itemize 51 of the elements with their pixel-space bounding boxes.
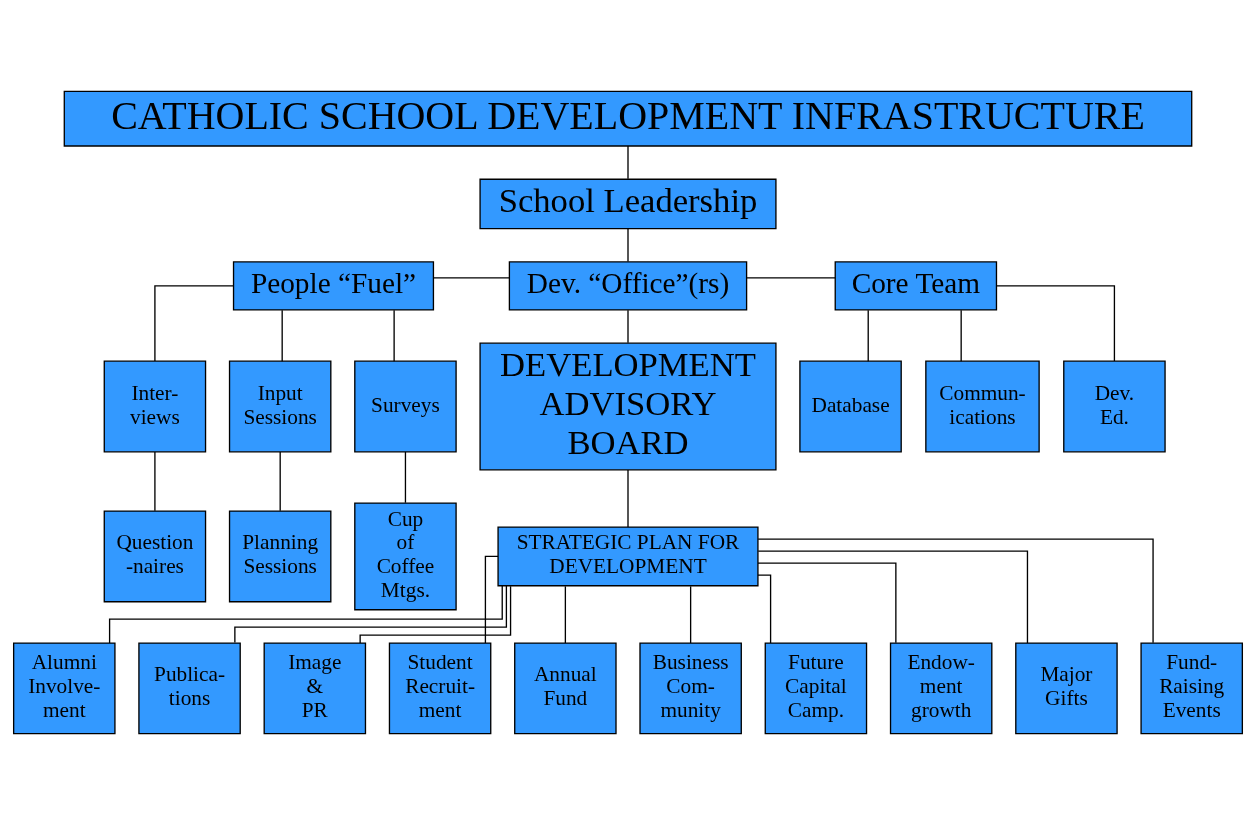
node-box: Major Gifts: [1015, 642, 1118, 735]
connector: [154, 285, 234, 362]
node-box: Surveys: [354, 360, 457, 453]
connector: [393, 309, 395, 362]
node-box: DEVELOPMENT ADVISORY BOARD: [479, 342, 777, 471]
node-box: Dev. Ed.: [1063, 360, 1166, 453]
node-box: Publica- tions: [138, 642, 241, 735]
node-box: Business Com- munity: [639, 642, 742, 735]
connector: [757, 538, 1154, 644]
node-box: STRATEGIC PLAN FOR DEVELOPMENT: [497, 526, 759, 587]
connector: [627, 469, 629, 528]
node-box: Endow- ment growth: [889, 642, 993, 735]
connector: [484, 555, 499, 644]
connector: [279, 451, 281, 512]
node-box: Image & PR: [263, 642, 367, 735]
connector: [359, 585, 512, 644]
connector: [757, 562, 897, 644]
node-box: Dev. “Office”(rs): [508, 261, 748, 311]
connector: [757, 550, 1029, 644]
connector: [995, 285, 1116, 362]
node-box: Core Team: [834, 261, 998, 311]
connector: [689, 585, 692, 644]
connector: [564, 585, 567, 644]
node-box: Commun- ications: [925, 360, 1040, 453]
connector: [757, 574, 772, 644]
connector: [960, 309, 962, 362]
node-box: Inter- views: [103, 360, 207, 453]
node-box: People “Fuel”: [232, 261, 435, 311]
node-box: Annual Fund: [514, 642, 617, 735]
node-box: School Leadership: [479, 178, 777, 230]
connector: [627, 145, 629, 180]
node-box: Student Recruit- ment: [388, 642, 492, 735]
node-box: Database: [799, 360, 902, 453]
connector: [234, 585, 508, 644]
connector: [867, 309, 869, 362]
connector: [108, 585, 503, 644]
node-box: Question -naires: [103, 510, 207, 603]
node-box: Alumni Involve- ment: [13, 642, 116, 735]
node-box: Future Capital Camp.: [764, 642, 868, 735]
node-box: Input Sessions: [228, 360, 332, 453]
connector: [154, 451, 156, 512]
connector: [746, 277, 836, 279]
connector: [627, 309, 629, 344]
node-box: Fund- Raising Events: [1140, 642, 1243, 735]
node-box: Planning Sessions: [228, 510, 332, 603]
connector: [627, 228, 629, 263]
node-box: CATHOLIC SCHOOL DEVELOPMENT INFRASTRUCTURE: [63, 90, 1193, 147]
node-box: Cup of Coffee Mtgs.: [354, 502, 457, 611]
connector: [281, 309, 283, 362]
connector: [404, 451, 407, 504]
connector: [432, 277, 510, 279]
